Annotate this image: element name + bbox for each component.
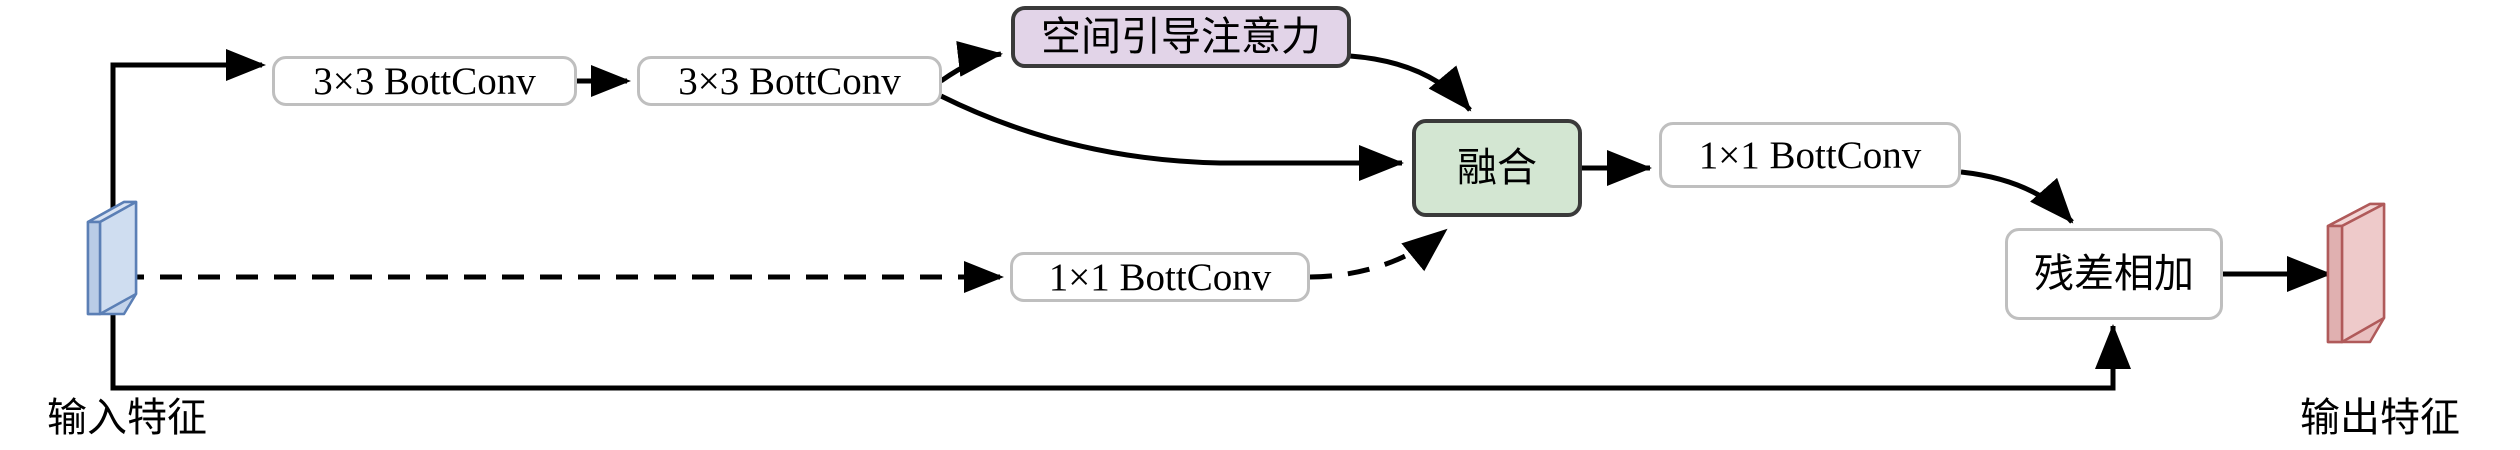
output-feature-label: 输出特征 [2300, 395, 2460, 440]
residual-add-box[interactable]: 残差相加 [2005, 228, 2223, 320]
edge-conv3x3-b-to-attention [939, 41, 1003, 84]
spatial-guided-attention-label: 空间引导注意力 [1041, 14, 1321, 59]
conv1x1-bottconv-out-label: 1×1 BottConv [1698, 133, 1922, 177]
spatial-guided-attention-box[interactable]: 空间引导注意力 [1011, 6, 1351, 68]
edge-conv3x3-b-to-fusion [939, 93, 1404, 182]
edge-conv1x1-skip-to-fusion [1309, 228, 1448, 280]
fusion-box[interactable]: 融合 [1412, 119, 1582, 217]
conv1x1-bottconv-skip-box[interactable]: 1×1 BottConv [1010, 252, 1310, 302]
conv3x3-bottconv-box-1[interactable]: 3×3 BottConv [272, 56, 577, 106]
conv3x3-bottconv-label-1: 3×3 BottConv [313, 59, 536, 103]
conv3x3-bottconv-label-2: 3×3 BottConv [678, 59, 901, 103]
conv1x1-bottconv-out-box[interactable]: 1×1 BottConv [1659, 122, 1961, 188]
edge-attention-to-fusion [1349, 53, 1472, 112]
residual-add-label: 残差相加 [2034, 251, 2194, 296]
conv3x3-bottconv-box-2[interactable]: 3×3 BottConv [637, 56, 942, 106]
conv1x1-bottconv-skip-label: 1×1 BottConv [1048, 255, 1272, 299]
edge-conv1x1-out-to-residual [1960, 169, 2074, 224]
input-feature-label: 输入特征 [47, 395, 207, 440]
input-feature-slab [84, 198, 140, 318]
output-feature-slab [2320, 198, 2392, 352]
fusion-label: 融合 [1457, 145, 1537, 190]
